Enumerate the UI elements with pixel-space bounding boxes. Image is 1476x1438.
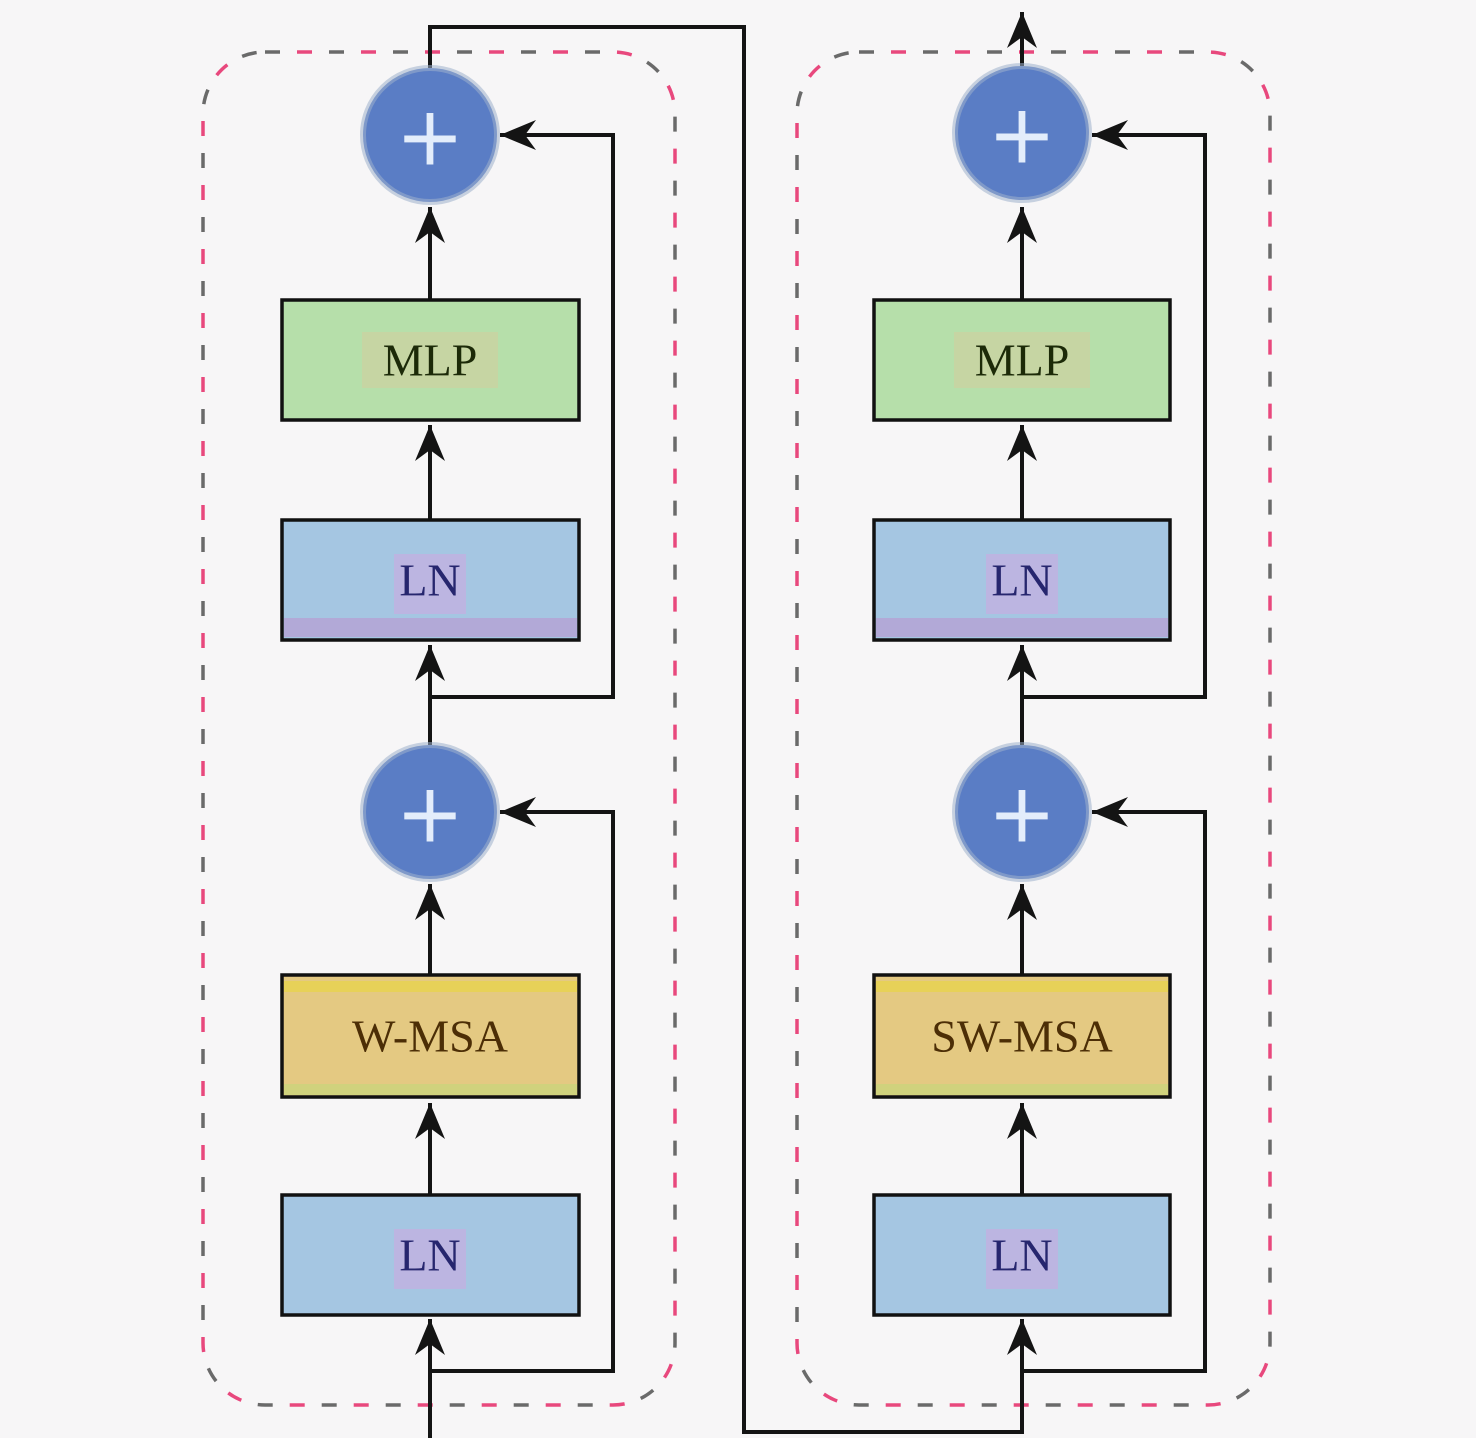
ln-text-highlight — [394, 1229, 466, 1289]
ln-strip-bottom — [876, 618, 1168, 637]
wmsa-label: W-MSA — [352, 1011, 508, 1062]
skip-connection-upper-left — [430, 120, 615, 699]
ln-bottom-label-left: LN — [399, 1230, 460, 1281]
plus-icon: + — [988, 88, 1057, 183]
connector-left-output-to-right-input — [428, 25, 1037, 1434]
right-block: LN SW-MSA + LN MLP + — [872, 63, 1172, 1317]
msa-strip-top — [284, 981, 577, 992]
mlp-label-right: MLP — [975, 335, 1070, 386]
msa-strip-top — [876, 981, 1168, 992]
plus-icon: + — [396, 767, 465, 862]
ln-bottom-label-right: LN — [991, 1230, 1052, 1281]
skip-connection-upper-right — [1022, 120, 1207, 699]
plus-icon: + — [396, 90, 465, 185]
swmsa-box — [872, 973, 1172, 1099]
msa-strip-bottom — [876, 1084, 1168, 1095]
ln-top-label-left: LN — [399, 555, 460, 606]
skip-connection-lower-right — [1022, 797, 1207, 1373]
ln-text-highlight — [986, 554, 1058, 614]
add-node-upper-left — [360, 65, 500, 205]
swmsa-label: SW-MSA — [931, 1011, 1112, 1062]
ln-text-highlight — [394, 554, 466, 614]
add-node-lower-right — [952, 742, 1092, 882]
plus-icon: + — [988, 767, 1057, 862]
ln-strip-bottom — [284, 618, 577, 637]
right-block-outline-pink — [795, 50, 1272, 1407]
mlp-text-glow — [362, 332, 498, 388]
skip-connection-lower-left — [430, 797, 615, 1373]
ln-text-highlight — [986, 1229, 1058, 1289]
add-node-upper-right — [952, 63, 1092, 203]
block-outlines — [201, 50, 1272, 1407]
msa-strip-bottom — [284, 1084, 577, 1095]
left-block: LN W-MSA + LN MLP + — [280, 65, 581, 1317]
left-block-outline-pink — [201, 50, 677, 1407]
mlp-text-glow — [954, 332, 1090, 388]
connectors — [415, 12, 1207, 1438]
mlp-label-left: MLP — [383, 335, 478, 386]
ln-top-label-right: LN — [991, 555, 1052, 606]
add-node-lower-left — [360, 742, 500, 882]
wmsa-box — [280, 973, 581, 1099]
